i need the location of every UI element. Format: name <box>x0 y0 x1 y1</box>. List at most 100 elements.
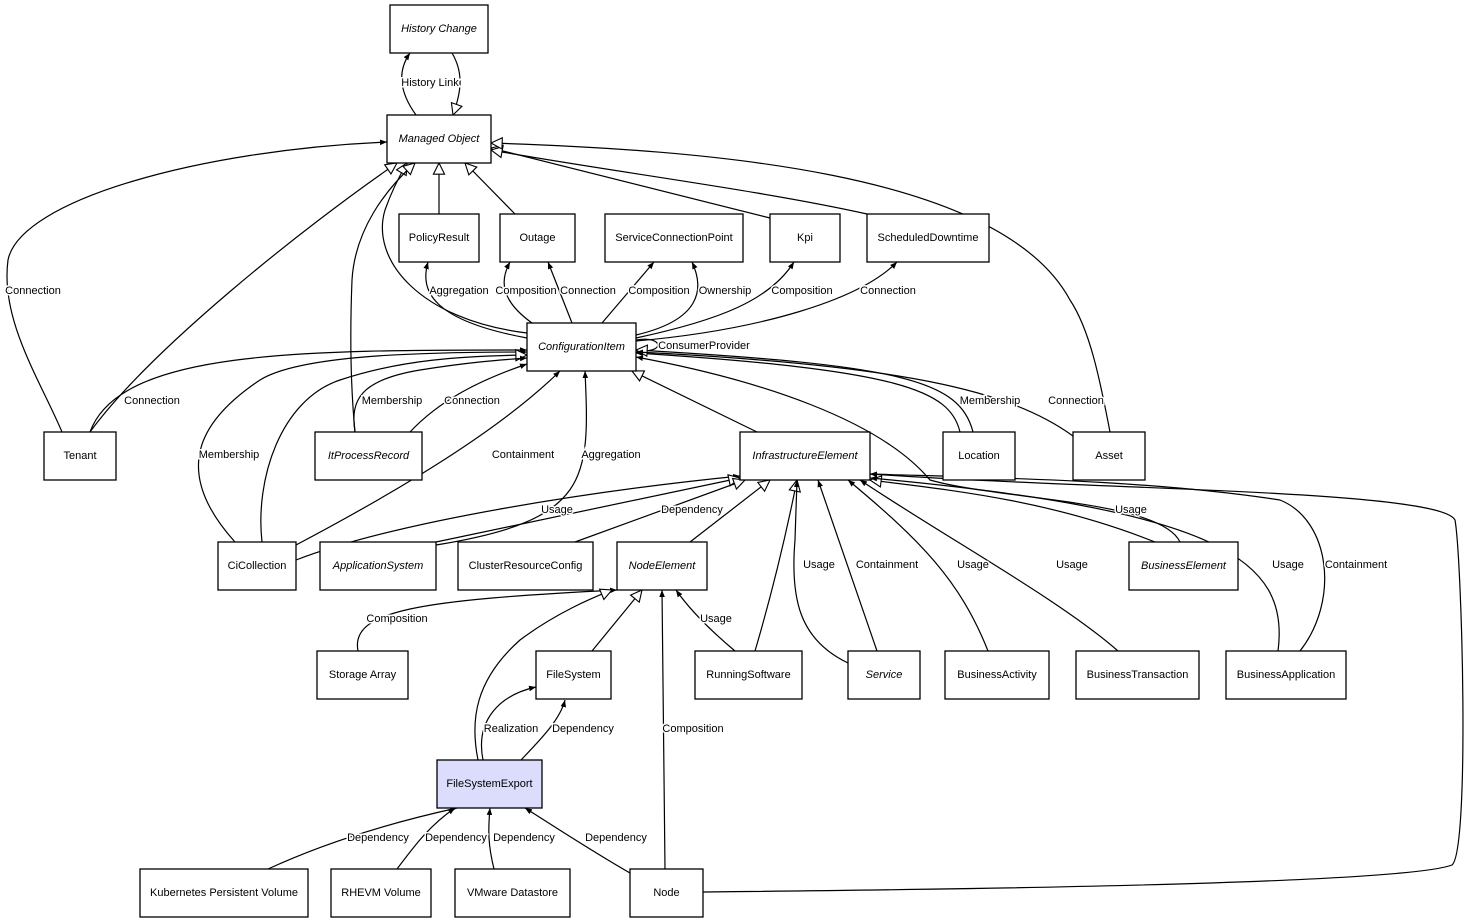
class-node-vmware-datastore[interactable]: VMware Datastore <box>454 868 571 918</box>
class-name: BusinessElement <box>1141 560 1227 572</box>
class-node-rhevm-volume[interactable]: RHEVM Volume <box>330 868 432 918</box>
class-node-asset[interactable]: Asset <box>1072 431 1146 481</box>
inheritance-edge-kpi-to-managed-object <box>491 148 771 219</box>
inheritance-edge-tenant-to-managed-object <box>89 163 397 433</box>
class-box <box>866 213 990 263</box>
association-edge-application-system-to-configuration-item <box>435 370 589 546</box>
class-name: ClusterResourceConfig <box>469 560 583 572</box>
association-edge-file-system-export-to-file-system <box>481 685 537 761</box>
class-box <box>616 541 708 591</box>
association-edge-business-transaction-to-infrastructure-element <box>859 479 1119 652</box>
class-node-configuration-item[interactable]: ConfigurationItem <box>526 322 637 372</box>
class-box <box>330 868 432 918</box>
class-node-managed-object[interactable]: Managed Object <box>386 114 492 164</box>
class-box <box>386 114 492 164</box>
class-node-application-system[interactable]: ApplicationSystem <box>319 541 437 591</box>
association-edge-service-to-infrastructure-element <box>793 479 849 664</box>
class-name: Location <box>958 450 1000 462</box>
class-name: FileSystem <box>546 669 600 681</box>
inheritance-edge-file-system-to-node-element <box>591 590 642 652</box>
association-edge-configuration-item-to-outage <box>503 261 533 324</box>
association-edge-running-software-to-node-element <box>675 589 736 652</box>
edge-label: Dependency <box>552 723 614 735</box>
class-box <box>389 4 489 54</box>
class-node-service[interactable]: Service <box>847 650 921 700</box>
class-name: Service <box>866 669 903 681</box>
class-node-outage[interactable]: Outage <box>499 213 576 263</box>
class-name: Tenant <box>63 450 96 462</box>
edge-label: History Link <box>401 77 459 89</box>
association-edge-configuration-item-to-outage <box>547 261 573 324</box>
class-node-service-connection-point[interactable]: ServiceConnectionPoint <box>604 213 744 263</box>
class-node-cluster-resource-config[interactable]: ClusterResourceConfig <box>457 541 594 591</box>
class-box <box>739 431 871 481</box>
class-box <box>1128 541 1239 591</box>
class-node-infrastructure-element[interactable]: InfrastructureElement <box>739 431 871 481</box>
class-box <box>139 868 309 918</box>
class-name: NodeElement <box>629 560 697 572</box>
class-name: ConfigurationItem <box>538 341 625 353</box>
class-box <box>436 759 543 809</box>
class-node-location[interactable]: Location <box>942 431 1016 481</box>
association-edge-configuration-item-to-scheduled-downtime <box>635 261 898 342</box>
class-node-it-process-record[interactable]: ItProcessRecord <box>314 431 423 481</box>
class-node-ci-collection[interactable]: CiCollection <box>217 541 297 591</box>
class-node-file-system[interactable]: FileSystem <box>535 650 612 700</box>
edge-label: Aggregation <box>429 285 488 297</box>
class-name: History Change <box>401 23 477 35</box>
edge-label: Containment <box>1325 559 1387 571</box>
association-edge-service-to-infrastructure-element <box>817 479 878 652</box>
edge-label: Composition <box>495 285 556 297</box>
edge-label: Usage <box>1115 504 1147 516</box>
class-node-node[interactable]: Node <box>629 868 704 918</box>
edge-label: Dependency <box>347 832 409 844</box>
association-edge-node-to-file-system-export <box>524 807 631 874</box>
class-node-tenant[interactable]: Tenant <box>43 431 117 481</box>
inheritance-edge-it-process-record-to-managed-object <box>350 163 415 433</box>
edge-label: Usage <box>1056 559 1088 571</box>
class-node-file-system-export[interactable]: FileSystemExport <box>436 759 543 809</box>
inheritance-edge-cluster-resource-config-to-infrastructure-element <box>574 480 745 543</box>
class-node-business-element[interactable]: BusinessElement <box>1128 541 1239 591</box>
association-edge-configuration-item-to-service-connection-point <box>635 261 699 336</box>
association-edge-business-element-to-configuration-item <box>635 355 1181 543</box>
class-node-kubernetes-persistent-volume[interactable]: Kubernetes Persistent Volume <box>139 868 309 918</box>
class-box <box>454 868 571 918</box>
class-node-business-transaction[interactable]: BusinessTransaction <box>1075 650 1200 700</box>
class-box <box>604 213 744 263</box>
association-edge-tenant-to-managed-object <box>6 139 388 433</box>
class-box <box>314 431 423 481</box>
class-node-scheduled-downtime[interactable]: ScheduledDowntime <box>866 213 990 263</box>
edge-label: Ownership <box>699 285 752 297</box>
class-node-history-change[interactable]: History Change <box>389 4 489 54</box>
class-node-business-application[interactable]: BusinessApplication <box>1225 650 1347 700</box>
class-name: ServiceConnectionPoint <box>615 232 732 244</box>
inheritance-edge-location-to-configuration-item <box>636 350 974 433</box>
class-name: BusinessApplication <box>1237 669 1335 681</box>
class-node-policy-result[interactable]: PolicyResult <box>398 213 480 263</box>
class-box <box>319 541 437 591</box>
class-node-business-activity[interactable]: BusinessActivity <box>944 650 1050 700</box>
edge-label: Containment <box>492 449 554 461</box>
class-node-storage-array[interactable]: Storage Array <box>316 650 409 700</box>
association-edge-node-to-infrastructure-element <box>702 471 1464 893</box>
edge-label: Connection <box>860 285 916 297</box>
edge-label: Dependency <box>585 832 647 844</box>
class-box <box>629 868 704 918</box>
class-node-running-software[interactable]: RunningSoftware <box>694 650 803 700</box>
class-name: Storage Array <box>329 669 397 681</box>
class-name: InfrastructureElement <box>752 450 858 462</box>
inheritance-edge-scheduled-downtime-to-managed-object <box>491 150 868 215</box>
class-name: VMware Datastore <box>467 887 558 899</box>
edge-label: ConsumerProvider <box>658 340 750 352</box>
class-name: CiCollection <box>228 560 287 572</box>
class-name: BusinessActivity <box>957 669 1037 681</box>
inheritance-edge-ci-collection-to-configuration-item <box>260 355 527 543</box>
class-node-node-element[interactable]: NodeElement <box>616 541 708 591</box>
edge-label: Composition <box>366 613 427 625</box>
association-edge-tenant-to-configuration-item <box>89 347 528 433</box>
association-edge-ci-collection-to-configuration-item <box>197 349 528 543</box>
edge-label: Membership <box>199 449 260 461</box>
class-name: Node <box>653 887 679 899</box>
class-node-kpi[interactable]: Kpi <box>769 213 841 263</box>
